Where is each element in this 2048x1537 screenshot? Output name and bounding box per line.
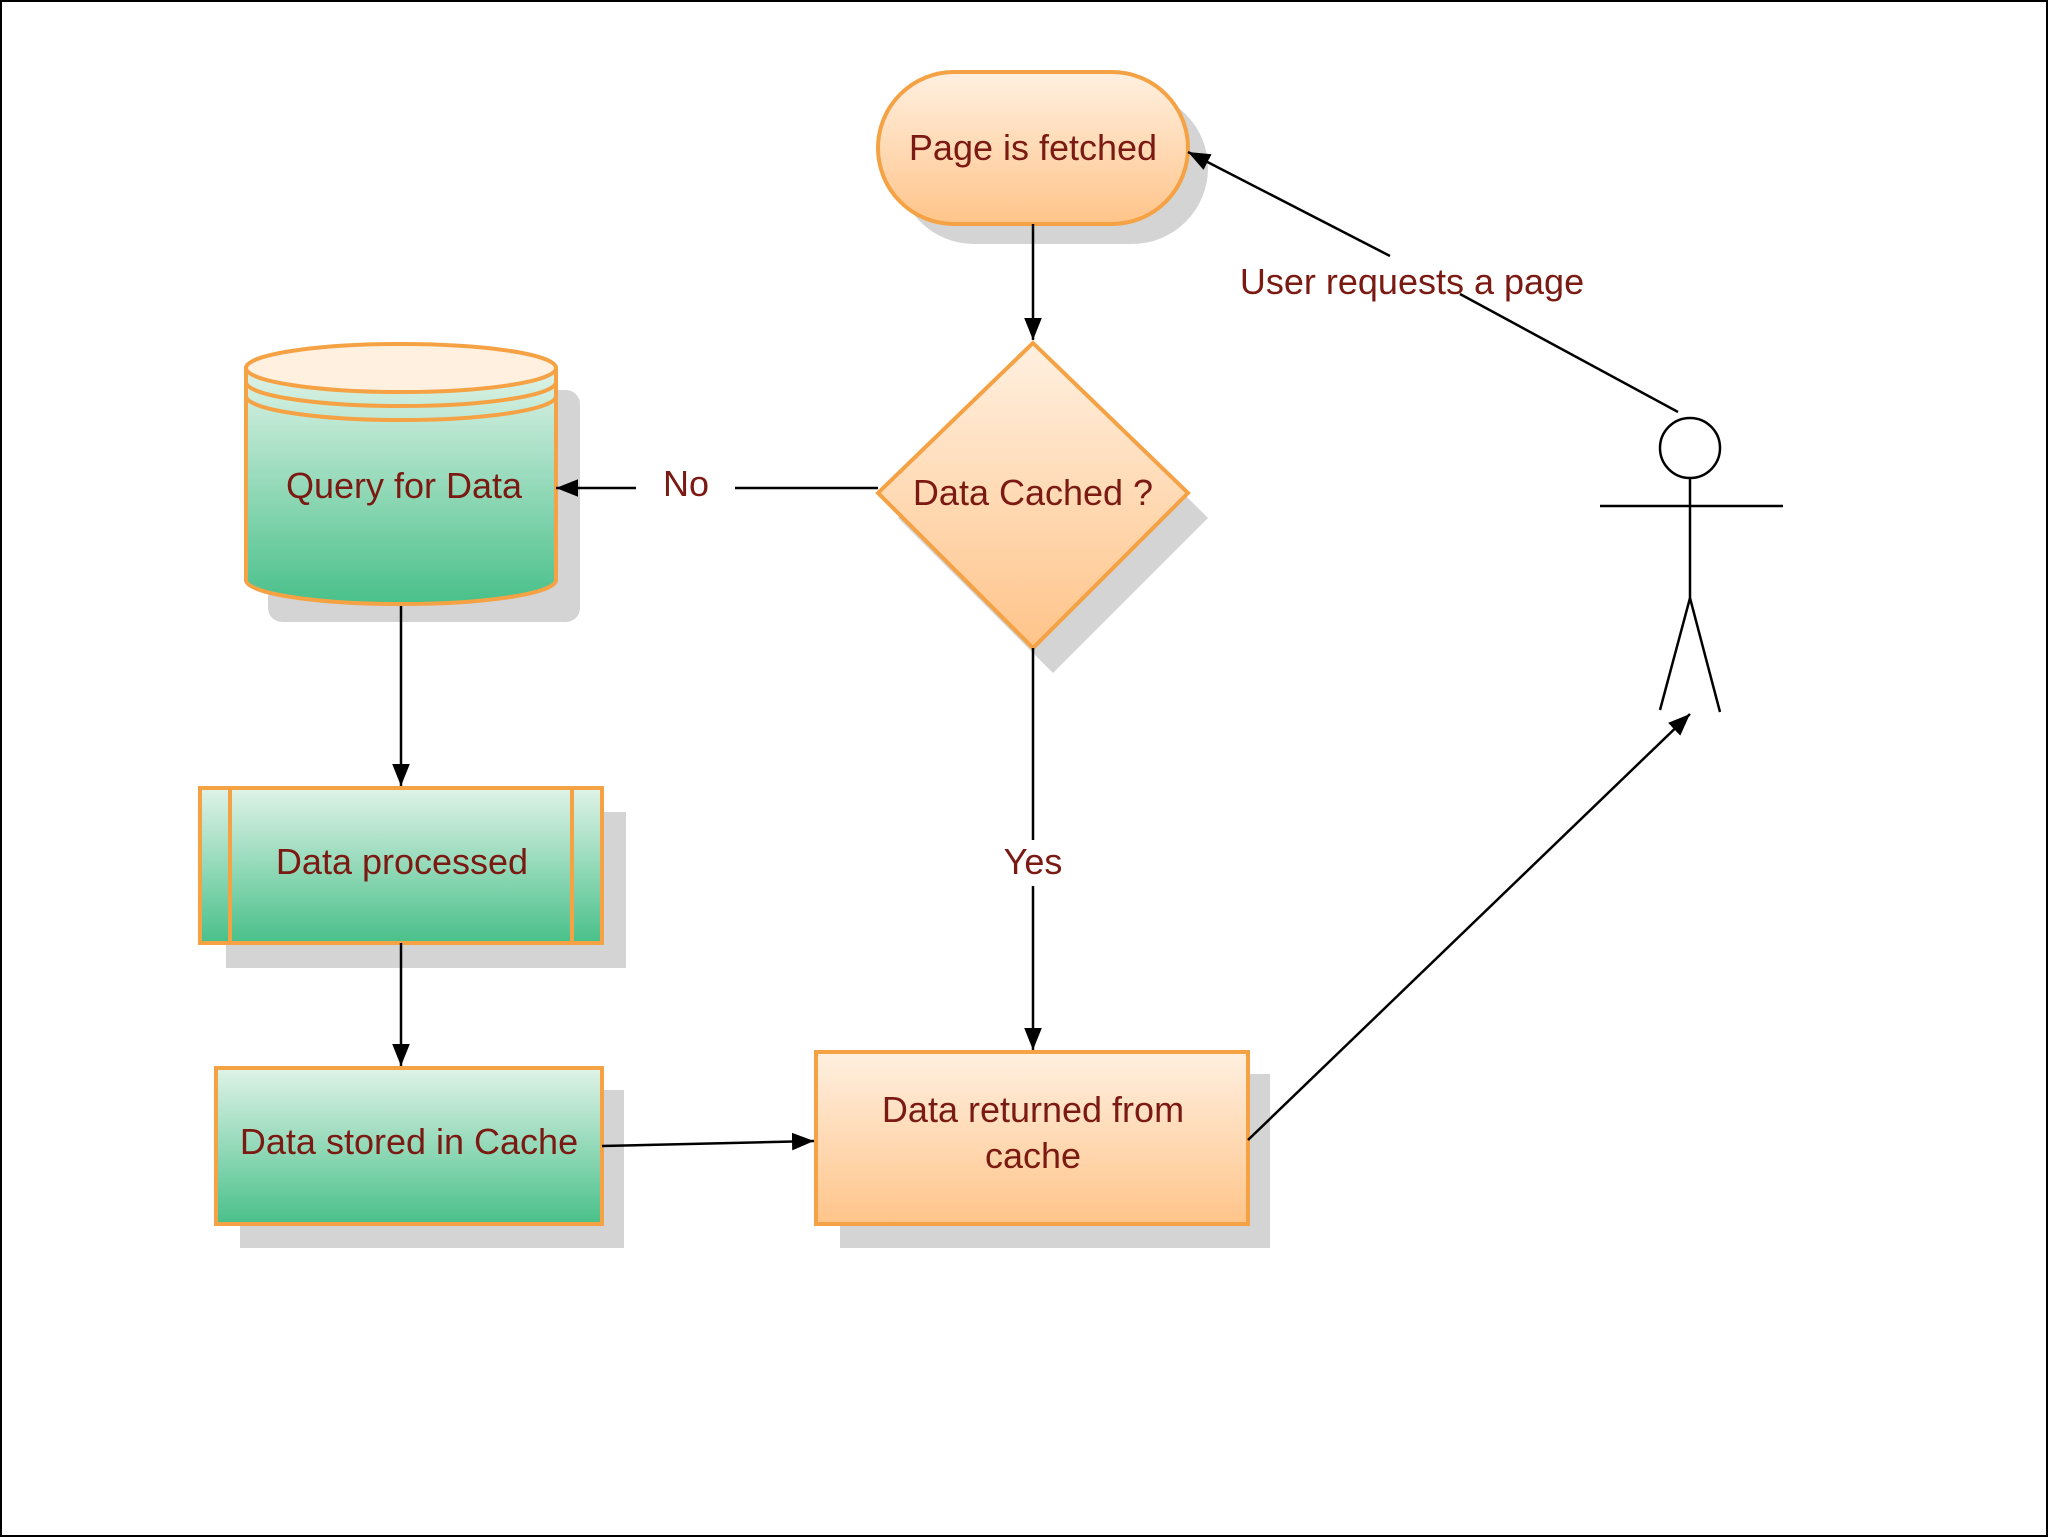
node-data-returned-label-line2: cache [985,1135,1081,1176]
node-query-for-data-label: Query for Data [286,465,523,506]
node-data-processed-label: Data processed [276,841,528,882]
connector-cached-to-query-no: No [556,463,878,504]
node-data-returned-label-line1: Data returned from [882,1089,1184,1130]
node-data-returned: Data returned from cache [814,1050,1270,1248]
connector-user-to-fetched: User requests a page [1187,150,1679,414]
node-data-stored: Data stored in Cache [214,1066,624,1248]
node-data-stored-label: Data stored in Cache [240,1121,578,1162]
node-page-fetched: Page is fetched [876,70,1208,244]
edge-label-no: No [663,463,709,504]
connector-stored-to-returned [601,1132,815,1151]
actor-user-icon [1600,416,1783,713]
connector-returned-to-user [1247,713,1691,1141]
edge-label-yes: Yes [1004,841,1063,882]
edge-label-user-requests: User requests a page [1240,261,1584,302]
node-query-for-data: Query for Data [244,342,580,622]
node-data-cached-label: Data Cached ? [913,472,1153,513]
node-page-fetched-label: Page is fetched [909,127,1157,168]
connector-cached-to-returned-yes: Yes [1004,648,1063,1050]
node-data-cached: Data Cached ? [875,340,1208,673]
node-data-processed: Data processed [198,786,626,968]
